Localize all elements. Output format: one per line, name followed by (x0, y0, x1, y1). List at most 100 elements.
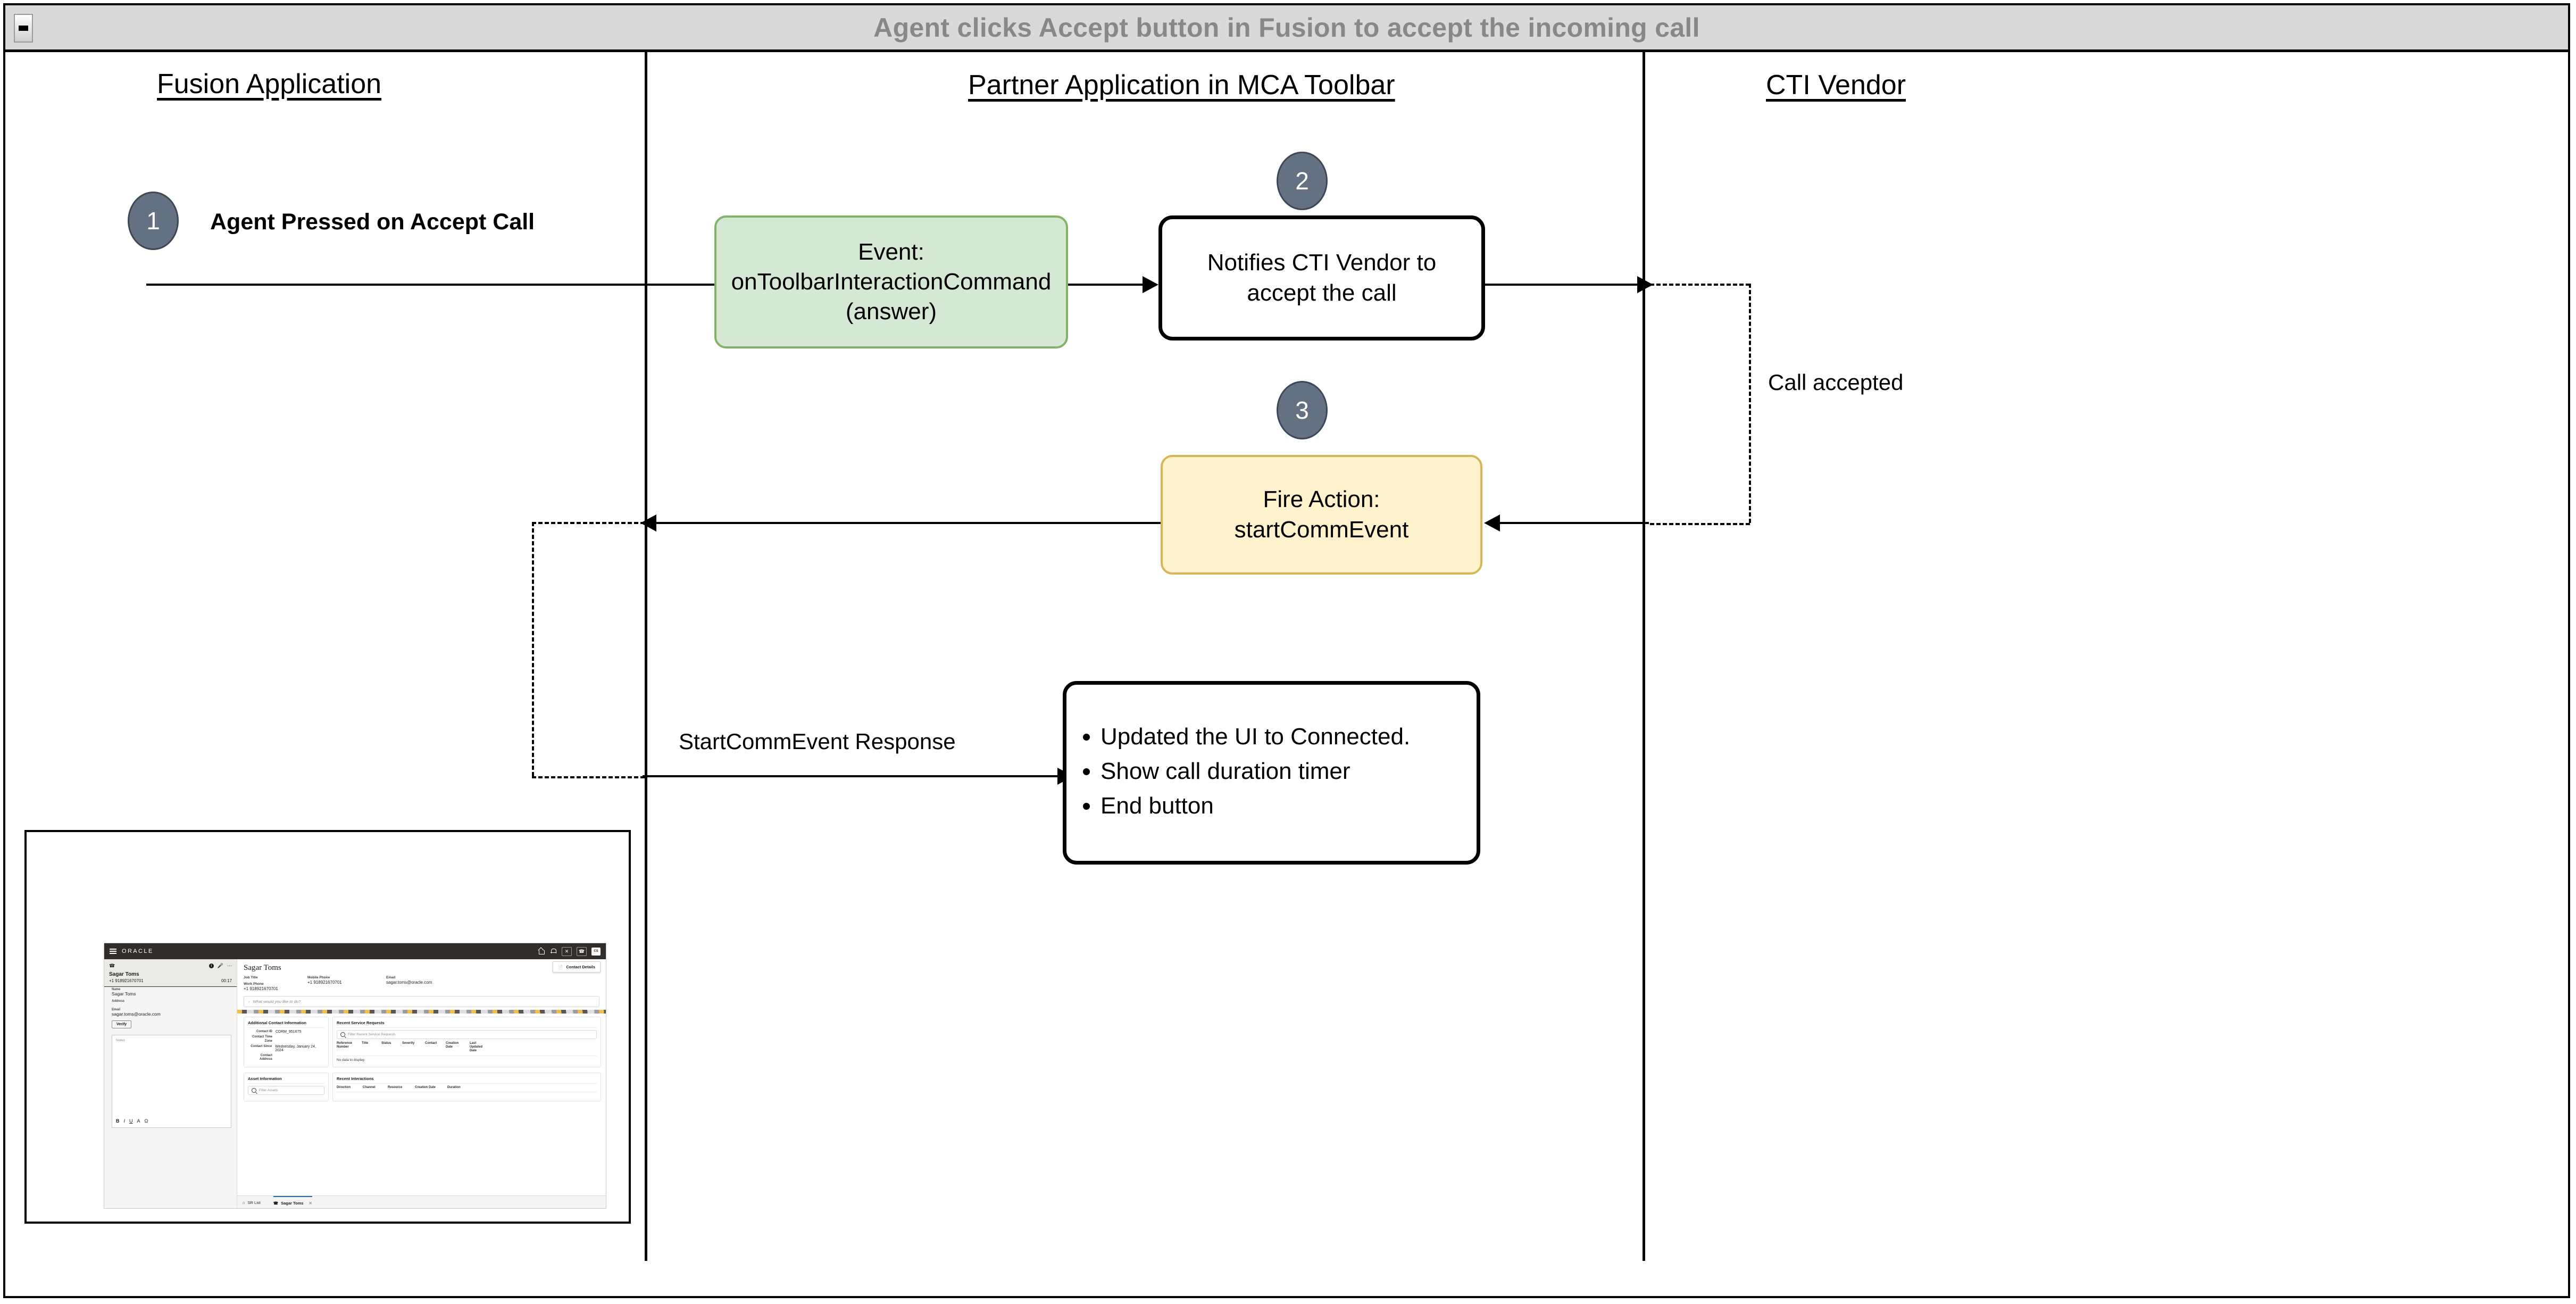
notes-editor[interactable]: Notes B I U A Ω (112, 1035, 231, 1128)
transfer-icon[interactable]: ✕ (562, 946, 572, 956)
phone-icon[interactable]: ☎ (577, 946, 587, 956)
column-header[interactable]: Reference Number (337, 1042, 353, 1049)
fire-box-line2: startCommEvent (1234, 516, 1409, 543)
fusion-wrap-top (532, 522, 645, 524)
avatar[interactable]: CS (591, 947, 601, 956)
contact-details-label: Contact Details (566, 965, 595, 969)
verify-button[interactable]: Verify (112, 1020, 132, 1028)
search-icon (340, 1032, 345, 1037)
ask-placeholder: What would you like to do? (253, 999, 301, 1004)
home-icon: ⌂ (243, 1200, 245, 1205)
ask-oracle-input[interactable]: › What would you like to do? (244, 996, 599, 1007)
cti-return-bottom (1650, 523, 1750, 525)
additional-contact-row: Contact Since Wednesday, January 24, 202… (251, 1044, 316, 1052)
lane-header-cti: CTI Vendor (1766, 70, 1906, 101)
service-requests-header-row: Reference Number Title Status Severity C… (337, 1042, 597, 1056)
symbol-icon[interactable]: Ω (144, 1118, 148, 1124)
additional-contact-card: Additional Contact Information Contact I… (244, 1017, 329, 1067)
result-box: Updated the UI to Connected. Show call d… (1063, 681, 1480, 865)
edge-label-call-accepted: Call accepted (1765, 370, 1907, 395)
service-requests-title: Recent Service Requests (337, 1020, 597, 1028)
lane-header-fusion: Fusion Application (157, 69, 382, 99)
result-bullet-3: End button (1101, 790, 1410, 823)
upper-cards: Additional Contact Information Contact I… (237, 1014, 606, 1067)
result-bullet-list: Updated the UI to Connected. Show call d… (1066, 721, 1410, 824)
additional-contact-row: Contact Time Zone (252, 1035, 272, 1043)
underline-icon[interactable]: U (129, 1118, 133, 1124)
minimize-icon[interactable] (14, 14, 33, 43)
call-bar: ☎ i 🎤 ⋯ Sagar Toms +1 918921670701 00:17 (104, 959, 237, 987)
contact-details-button[interactable]: 📄 Contact Details (553, 961, 601, 973)
column-header[interactable]: Status (381, 1042, 391, 1045)
column-header[interactable]: Contact (425, 1042, 437, 1045)
column-header[interactable]: Creation Date (446, 1042, 459, 1049)
search-icon (252, 1087, 256, 1093)
cti-return-top (1650, 284, 1750, 286)
bold-icon[interactable]: B (116, 1118, 120, 1124)
step-badge-1: 1 (128, 192, 179, 250)
event-box-line1: Event: (858, 238, 924, 265)
arrowhead-cti-to-fire (1484, 514, 1500, 531)
close-icon[interactable]: ✕ (309, 1201, 312, 1206)
tab-sr-list[interactable]: ⌂ SR List (243, 1196, 261, 1208)
additional-contact-row: Contact ID CDRM_951675 (256, 1030, 302, 1034)
call-panel: ☎ i 🎤 ⋯ Sagar Toms +1 918921670701 00:17 (104, 959, 237, 1208)
column-header[interactable]: Last Updated Date (470, 1042, 482, 1053)
notify-box-line2: accept the call (1247, 279, 1397, 306)
profile-fields: Job Title Work Phone +1 918921670701 Mob… (237, 976, 606, 994)
profile-field-email: Email sagar.toms@oracle.com (386, 976, 432, 985)
topbar-actions: ✕ ☎ CS (538, 946, 601, 956)
notes-placeholder: Notes (116, 1039, 125, 1042)
tab-sagar-toms[interactable]: ☎ Sagar Toms ✕ (273, 1196, 312, 1208)
asset-filter[interactable]: Filter Assets (248, 1085, 324, 1095)
info-icon[interactable]: i (209, 964, 214, 968)
lower-cards: Asset Information Filter Assets Recent I… (237, 1069, 606, 1101)
column-header[interactable]: Severity (402, 1042, 415, 1045)
call-contact-phone: +1 918921670701 (109, 978, 144, 983)
fire-action-box: Fire Action: startCommEvent (1161, 455, 1482, 575)
text-color-icon[interactable]: A (137, 1118, 140, 1124)
service-requests-filter[interactable]: Filter Recent Service Requests (337, 1030, 597, 1039)
diagram-title-bar: Agent clicks Accept button in Fusion to … (5, 5, 2568, 52)
column-header[interactable]: Direction (337, 1085, 351, 1089)
profile-field-work-phone-value: +1 918921670701 (244, 986, 278, 991)
step-number-1: 1 (146, 207, 160, 235)
phone-icon: ☎ (273, 1201, 279, 1206)
column-header[interactable]: Creation Date (415, 1085, 436, 1089)
lane-header-partner: Partner Application in MCA Toolbar (968, 70, 1395, 101)
column-header[interactable]: Title (362, 1042, 369, 1045)
fusion-wrap-vertical (532, 522, 534, 776)
phone-icon: ☎ (109, 963, 115, 968)
asset-information-title: Asset Information (248, 1076, 324, 1084)
result-bullet-2: Show call duration timer (1101, 755, 1410, 788)
profile-field-work-phone-label: Work Phone (244, 982, 264, 986)
contact-name-heading: Sagar Toms (244, 964, 281, 972)
more-icon[interactable]: ⋯ (227, 963, 232, 968)
service-requests-filter-placeholder: Filter Recent Service Requests (348, 1033, 396, 1036)
contact-detail-pane: 📄 Contact Details Sagar Toms Job Title W… (237, 959, 606, 1208)
page-title: Agent clicks Accept button in Fusion to … (873, 12, 1700, 43)
connector-event-to-notify (1068, 284, 1148, 286)
call-contact-name: Sagar Toms (109, 971, 139, 977)
fusion-wrap-bottom (532, 776, 645, 778)
step-badge-3: 3 (1277, 381, 1328, 439)
microphone-icon[interactable]: 🎤 (217, 963, 223, 968)
column-header[interactable]: Resource (388, 1085, 403, 1089)
connector-fire-to-fusion (655, 522, 1161, 524)
italic-icon[interactable]: I (123, 1118, 126, 1124)
call-field-email-value: sagar.toms@oracle.com (112, 1011, 161, 1017)
profile-field-job-title: Job Title Work Phone +1 918921670701 (244, 976, 293, 994)
hamburger-icon[interactable] (110, 949, 116, 954)
step-badge-2: 2 (1277, 152, 1328, 210)
fire-box-line1: Fire Action: (1263, 486, 1380, 513)
notes-toolbar: B I U A Ω (116, 1118, 148, 1124)
bell-icon[interactable] (550, 948, 557, 955)
call-field-name: Name Sagar Toms (104, 987, 237, 996)
connector-cti-to-fire (1489, 522, 1649, 524)
page-banner-strip (237, 1010, 606, 1014)
home-icon[interactable] (538, 948, 545, 955)
step-number-2: 2 (1295, 167, 1309, 195)
column-header[interactable]: Channel (363, 1085, 376, 1089)
column-header[interactable]: Duration (447, 1085, 461, 1089)
call-duration-timer: 00:17 (221, 978, 232, 983)
